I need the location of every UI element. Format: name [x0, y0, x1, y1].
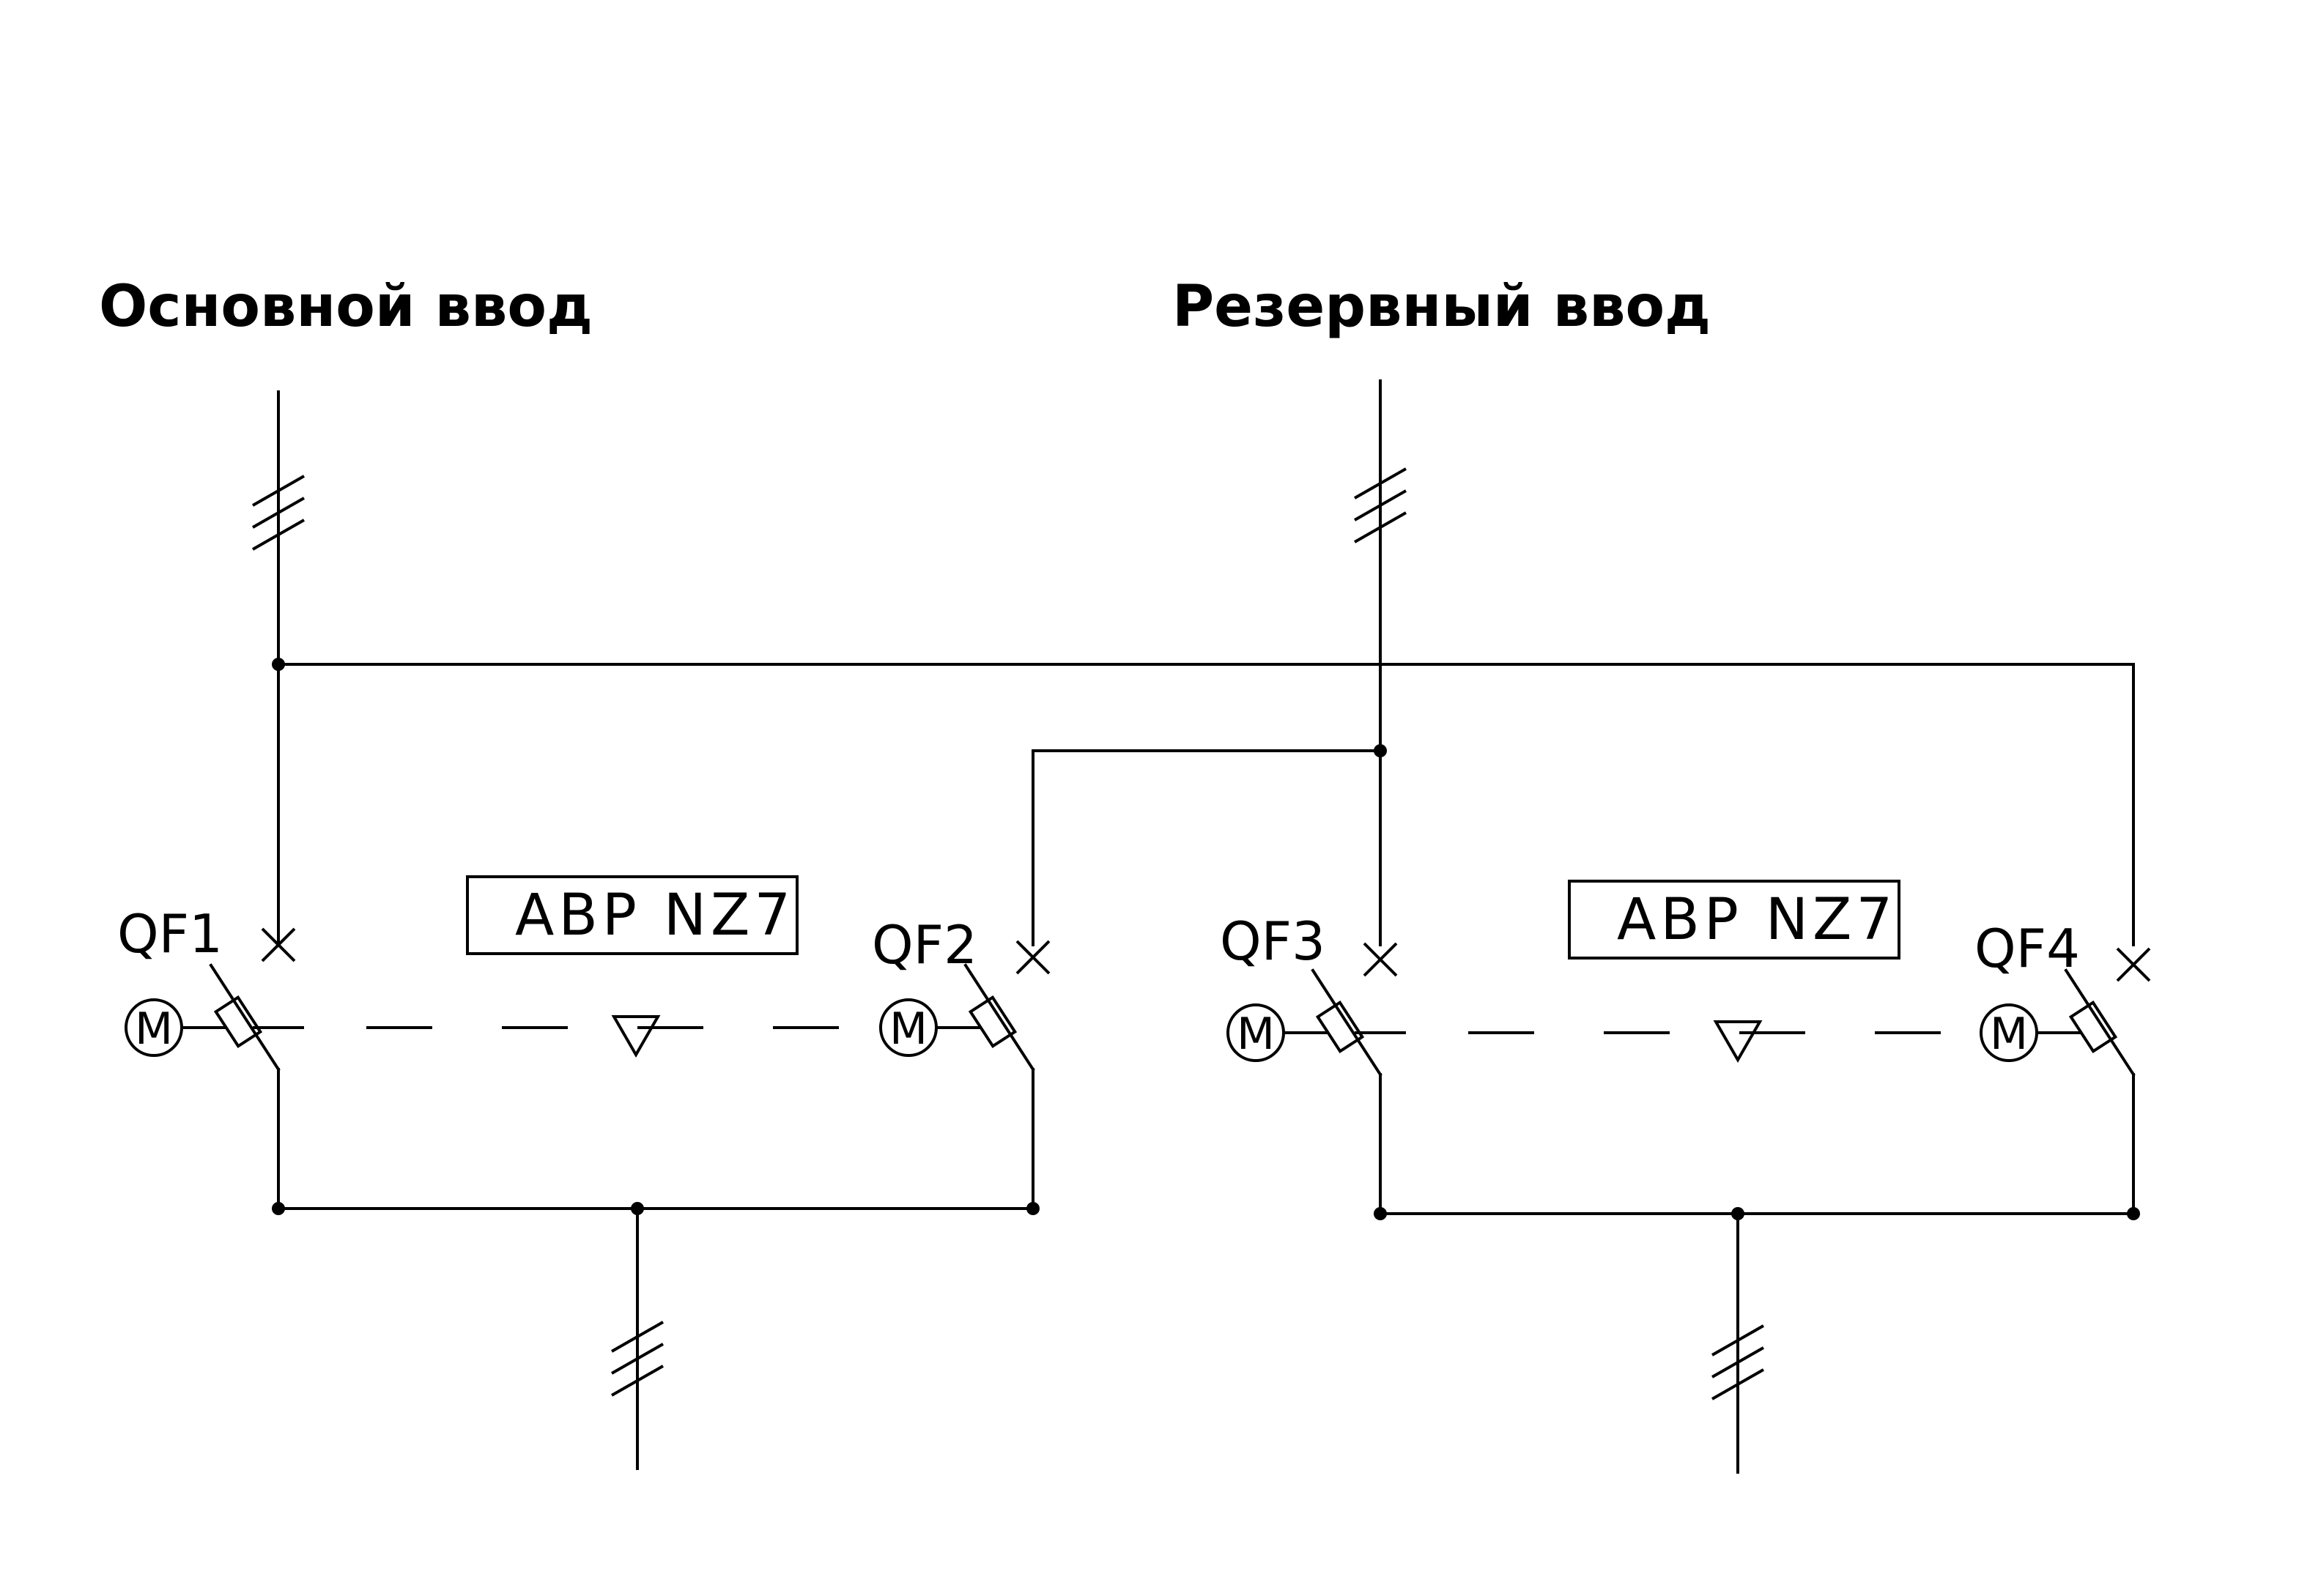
junction-dot	[272, 658, 285, 671]
svg-text:M: M	[889, 1003, 928, 1055]
ats-unit-2-output	[1374, 1207, 2140, 1474]
three-phase-mark-main	[252, 475, 305, 551]
motor-drive-qf2: M	[879, 998, 982, 1057]
breaker-qf1-label: QF1	[117, 903, 223, 965]
ats-unit-2-box	[1568, 880, 1900, 960]
breaker-qf2: QF2 M	[872, 914, 1051, 1210]
interlock-triangle	[1713, 1020, 1763, 1064]
ats-unit-1-output	[272, 1202, 1040, 1470]
motor-drive-qf4: M	[1980, 1003, 2082, 1062]
breaker-qf4-label: QF4	[1974, 918, 2080, 979]
breaker-qf1: QF1 M	[117, 903, 296, 1210]
three-phase-mark-reserve	[1354, 467, 1407, 543]
main-input-title: Основной ввод	[99, 274, 593, 340]
ats-unit-1-label: ABP NZ7	[515, 883, 795, 949]
breaker-qf4: QF4 M	[1974, 918, 2151, 1215]
interlock-triangle	[611, 1015, 661, 1058]
breaker-qf3: QF3 M	[1220, 910, 1398, 1215]
breaker-qf3-label: QF3	[1220, 910, 1325, 972]
motor-drive-qf3: M	[1226, 1003, 1329, 1062]
ats-unit-1-box	[466, 875, 799, 955]
main-input-bus	[272, 658, 2135, 946]
mechanical-interlock-2	[1355, 1020, 1981, 1064]
junction-dot	[1374, 744, 1387, 757]
ats-unit-2-label: ABP NZ7	[1617, 887, 1897, 953]
ats-unit-1: ABP NZ7 QF1 M QF2 M	[117, 875, 1051, 1470]
mechanical-interlock-1	[253, 1015, 879, 1058]
reserve-input-title: Резервный ввод	[1172, 274, 1711, 340]
motor-drive-qf1: M	[125, 998, 227, 1057]
breaker-qf2-label: QF2	[872, 914, 977, 976]
ats-unit-2: ABP NZ7 QF3 M QF4 M	[1220, 880, 2151, 1474]
svg-text:M: M	[135, 1003, 173, 1055]
three-phase-mark-out-1	[611, 1321, 664, 1397]
svg-text:M: M	[1990, 1009, 2028, 1060]
reserve-input-bus	[1032, 744, 1387, 946]
three-phase-mark-out-2	[1711, 1324, 1764, 1400]
svg-text:M: M	[1237, 1009, 1275, 1060]
